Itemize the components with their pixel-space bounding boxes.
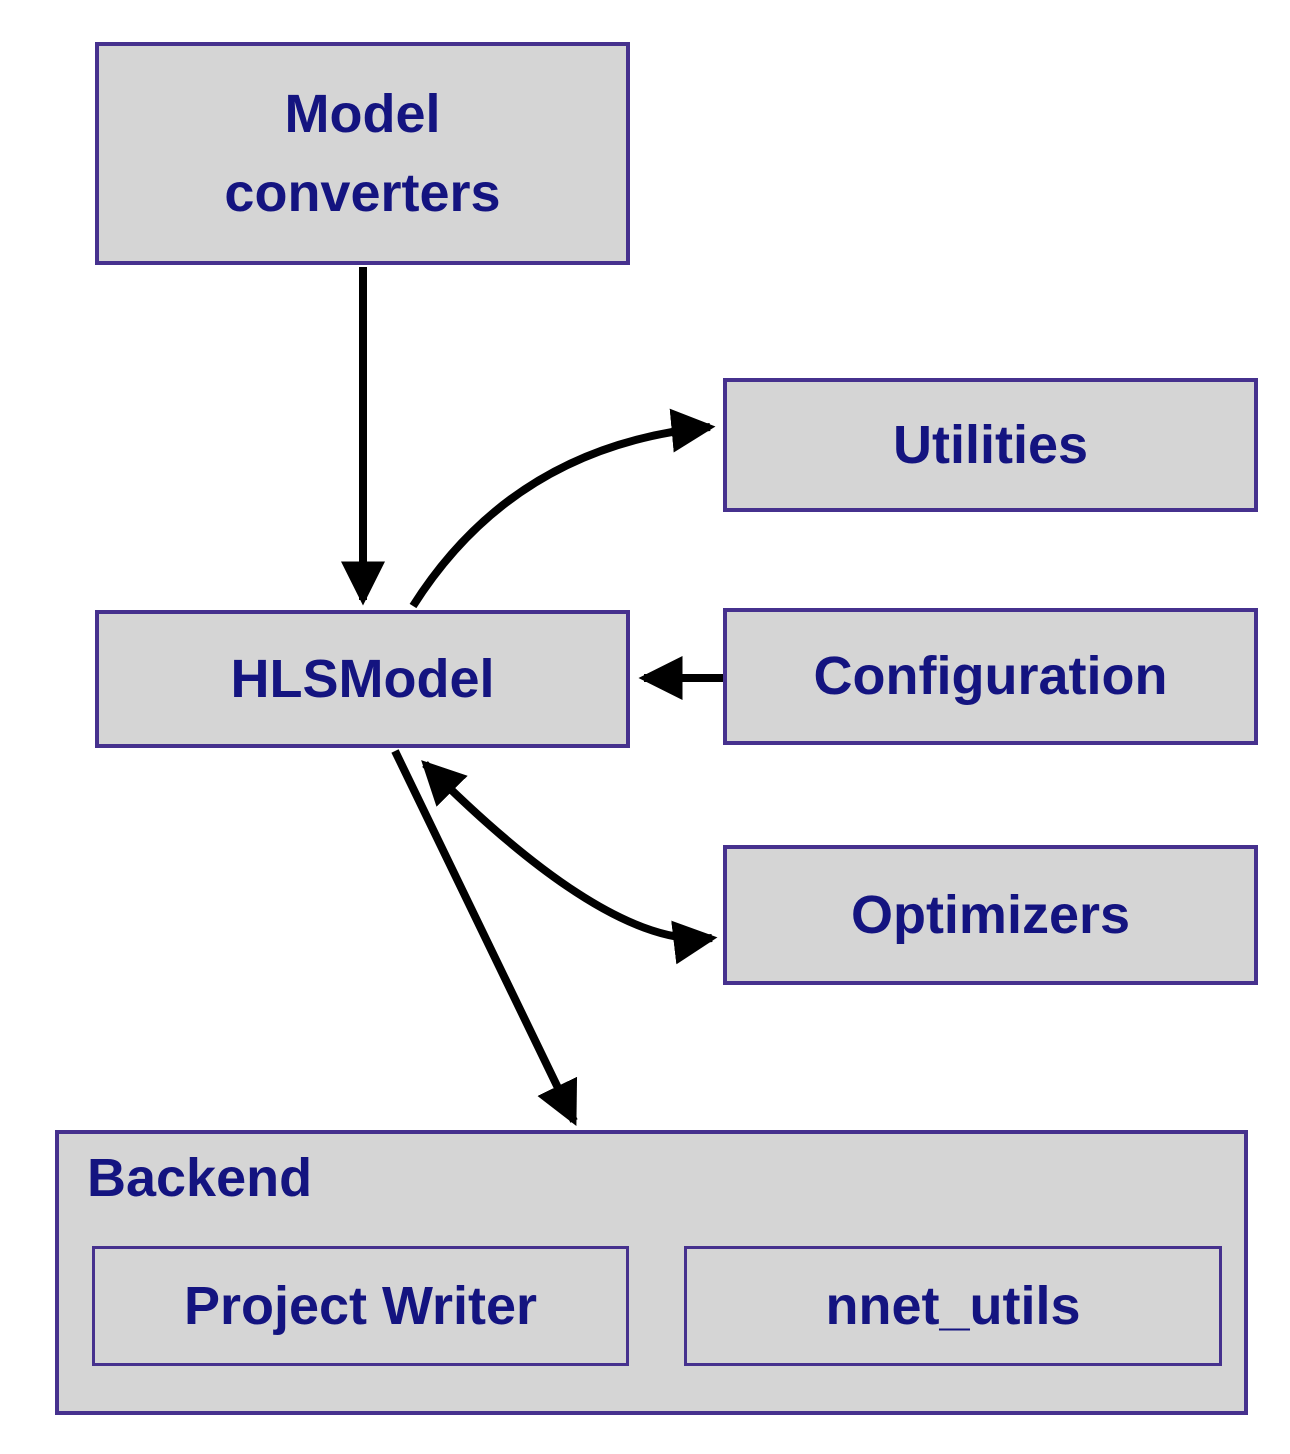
node-hlsmodel: HLSModel (95, 610, 630, 748)
node-model-converters-label: Model converters (224, 84, 501, 223)
edge-hlsmodel-optimizers-bidirectional (421, 760, 718, 965)
edge-hlsmodel-to-utilities (409, 408, 716, 609)
node-nnet-utils-label: nnet_utils (825, 1275, 1081, 1336)
node-project-writer-label: Project Writer (183, 1275, 538, 1336)
node-configuration-label: Configuration (813, 646, 1168, 707)
node-project-writer: Project Writer (92, 1246, 629, 1366)
node-hlsmodel-label: HLSModel (230, 648, 495, 709)
node-optimizers-label: Optimizers (850, 884, 1131, 945)
edge-hlsmodel-to-backend (391, 749, 578, 1126)
node-model-converters: Model converters (95, 42, 630, 265)
node-backend: Backend Project Writer nnet_utils (55, 1130, 1248, 1415)
node-configuration: Configuration (723, 608, 1258, 745)
node-nnet-utils: nnet_utils (684, 1246, 1222, 1366)
node-utilities-label: Utilities (892, 414, 1089, 475)
node-backend-label: Backend (87, 1148, 313, 1208)
node-utilities: Utilities (723, 378, 1258, 512)
node-optimizers: Optimizers (723, 845, 1258, 985)
